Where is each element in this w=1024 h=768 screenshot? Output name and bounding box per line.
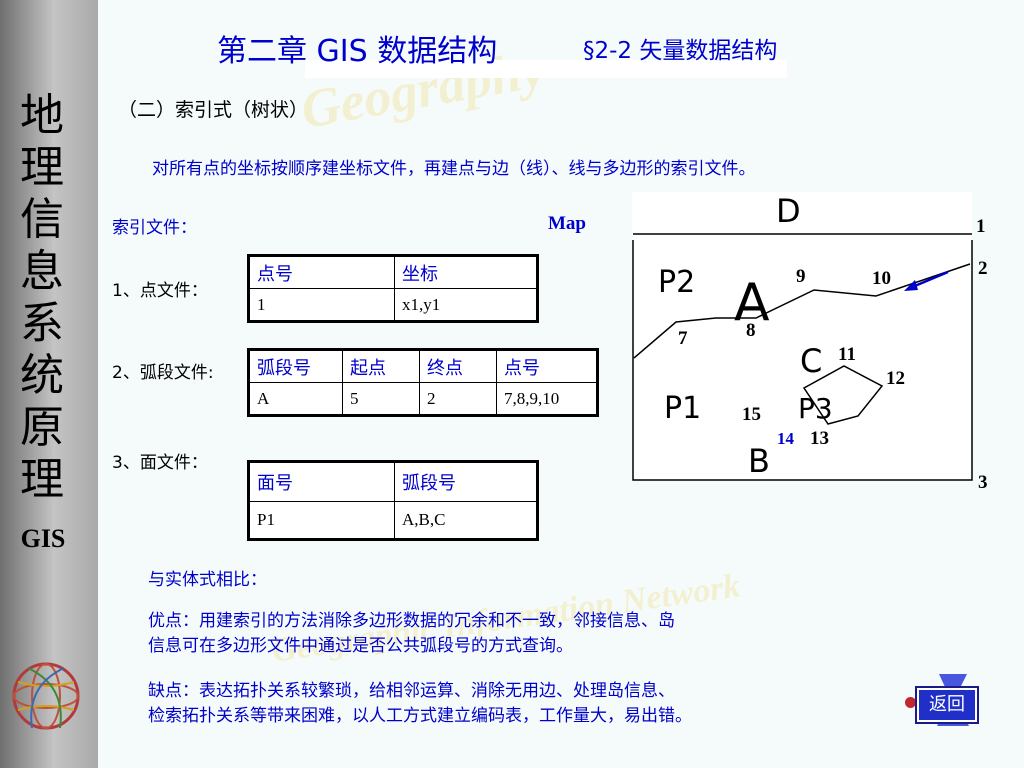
disadvantages-line-1: 缺点：表达拓扑关系较繁琐，给相邻运算、消除无用边、处理岛信息、 — [148, 681, 675, 701]
node-2: 2 — [978, 258, 988, 279]
map-label: Map — [548, 213, 586, 234]
label-p3: P3 — [798, 392, 833, 425]
arc-table: 弧段号 起点 终点 点号 A 5 2 7,8,9,10 — [247, 348, 599, 417]
section-subtitle: §2-2 矢量数据结构 — [583, 38, 778, 64]
letter-d: D — [776, 192, 801, 230]
arc-table-header-end: 终点 — [419, 349, 497, 383]
polygon-table-cell: A,B,C — [394, 501, 538, 540]
sidebar: 地理信息系统原理 GIS — [0, 0, 98, 768]
index-files-label: 索引文件： — [112, 218, 197, 238]
section-heading: （二）索引式（树状） — [118, 99, 309, 121]
point-table: 点号 坐标 1 x1,y1 — [247, 254, 539, 323]
node-8: 8 — [746, 320, 756, 341]
arc-table-header-start: 起点 — [342, 349, 420, 383]
point-file-label: 1、点文件： — [112, 281, 208, 301]
header-band — [305, 60, 787, 78]
letter-a: A — [734, 273, 770, 333]
disadvantages-line-2: 检索拓扑关系等带来困难，以人工方式建立编码表，工作量大，易出错。 — [148, 706, 692, 726]
node-12: 12 — [886, 368, 905, 389]
advantages-line-2: 信息可在多边形文件中通过是否公共弧段号的方式查询。 — [148, 636, 573, 656]
point-table-header-id: 点号 — [248, 255, 395, 289]
arc-table-header-arc: 弧段号 — [248, 349, 343, 383]
polygon-file-label: 3、面文件： — [112, 453, 208, 473]
polygon-table-header-id: 面号 — [248, 461, 395, 502]
topology-map: D A C B P2 P1 P3 6 1 2 5 4 3 7 8 9 10 11… — [632, 192, 988, 492]
node-10: 10 — [872, 268, 891, 289]
node-9: 9 — [796, 266, 806, 287]
vertical-course-title: 地理信息系统原理 — [20, 90, 64, 505]
nav-dot-icon — [905, 697, 916, 708]
polygon-table: 面号 弧段号 P1 A,B,C — [247, 460, 539, 541]
map-frame — [632, 240, 973, 481]
polygon-table-header-arcs: 弧段号 — [394, 461, 538, 502]
description-text: 对所有点的坐标按顺序建坐标文件，再建点与边（线）、线与多边形的索引文件。 — [152, 159, 756, 179]
letter-c: C — [800, 342, 822, 380]
compare-title: 与实体式相比： — [148, 570, 267, 590]
node-3: 3 — [978, 472, 988, 492]
node-15: 15 — [742, 404, 761, 425]
arc-file-label: 2、弧段文件: — [112, 363, 214, 383]
node-11: 11 — [838, 344, 856, 365]
node-1: 1 — [976, 216, 986, 237]
arc-table-cell: 2 — [419, 382, 497, 416]
arc-a-line — [633, 263, 971, 359]
map-white-area — [632, 192, 972, 480]
label-p2: P2 — [658, 265, 695, 300]
arc-table-cell: 7,8,9,10 — [496, 382, 598, 416]
advantages-line-1: 优点：用建索引的方法消除多边形数据的冗余和不一致，邻接信息、岛 — [148, 611, 675, 631]
globe-icon — [12, 662, 80, 730]
arc-table-cell: A — [248, 382, 343, 416]
node-7: 7 — [678, 328, 688, 349]
point-table-cell: x1,y1 — [394, 288, 538, 322]
arc-table-header-points: 点号 — [496, 349, 598, 383]
chapter-title: 第二章 GIS 数据结构 — [217, 34, 498, 69]
polygon-table-cell: P1 — [248, 501, 395, 540]
arrow-head-icon — [904, 280, 918, 291]
gis-label: GIS — [20, 524, 66, 553]
label-p1: P1 — [664, 391, 701, 426]
node-14: 14 — [777, 429, 795, 448]
back-button[interactable]: 返回 — [915, 686, 979, 724]
letter-b: B — [748, 442, 770, 480]
point-table-cell: 1 — [248, 288, 395, 322]
node-13: 13 — [810, 428, 829, 449]
p3-outline — [802, 365, 884, 425]
point-table-header-coord: 坐标 — [394, 255, 538, 289]
arc-table-cell: 5 — [342, 382, 420, 416]
